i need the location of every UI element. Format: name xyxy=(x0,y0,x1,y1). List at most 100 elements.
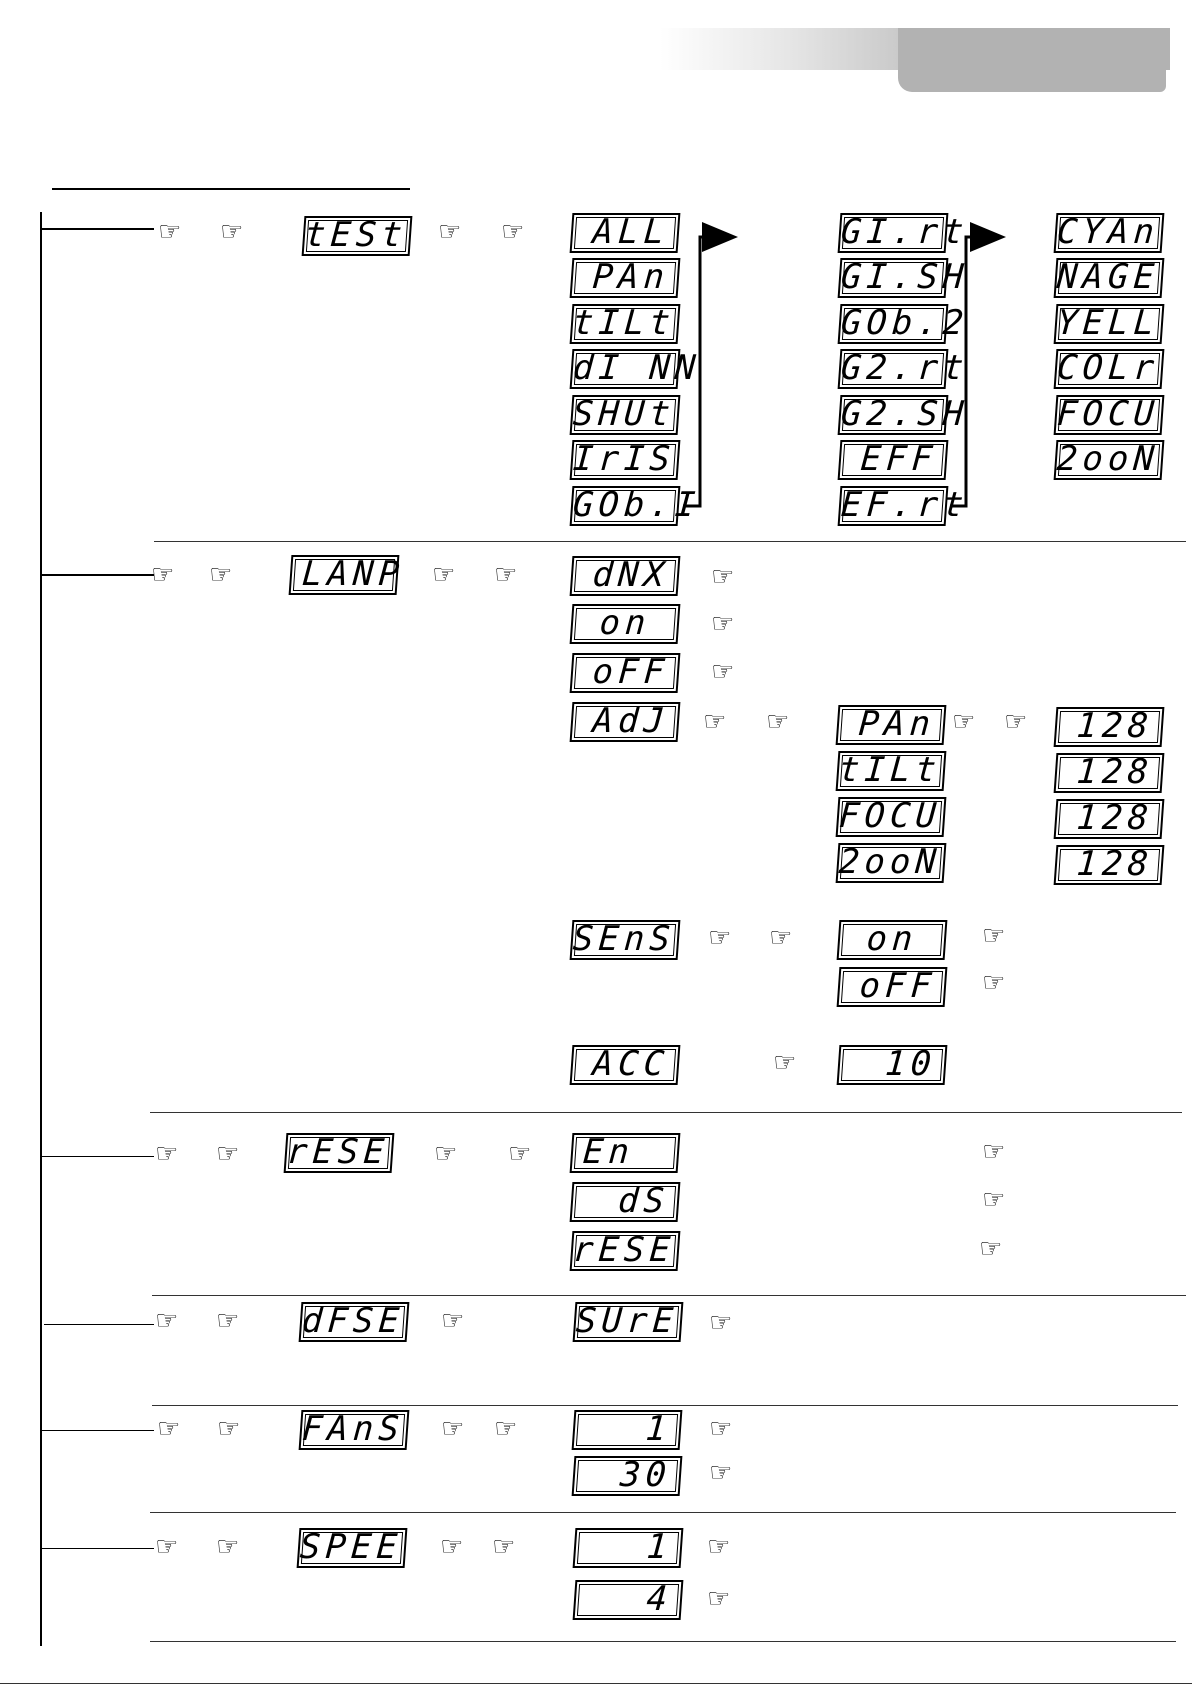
pointing-hand-icon: ☞ xyxy=(766,707,790,737)
lcd-speed-option-0: 1 xyxy=(572,1527,684,1568)
pointing-hand-icon: ☞ xyxy=(441,1414,465,1444)
pointing-hand-icon: ☞ xyxy=(711,609,735,639)
divider-6 xyxy=(150,1641,1176,1642)
lcd-test-col3-2: YELL xyxy=(1053,303,1165,344)
pointing-hand-icon: ☞ xyxy=(441,1306,465,1336)
divider-3 xyxy=(152,1295,1186,1296)
page-bottom-rule xyxy=(0,1683,1192,1684)
header-tab xyxy=(898,28,1166,92)
pointing-hand-icon: ☞ xyxy=(158,217,182,247)
pointing-hand-icon: ☞ xyxy=(703,707,727,737)
lcd-lamp-option-2: oFF xyxy=(569,652,681,693)
lcd-test-col1-5: IrIS xyxy=(569,439,681,480)
lcd-lamp-sens-label: SEnS xyxy=(569,919,681,960)
pointing-hand-icon: ☞ xyxy=(151,560,175,590)
lcd-speed-option-1: 4 xyxy=(572,1579,684,1620)
lcd-test-col1-1: PAn xyxy=(569,257,681,298)
branch-lamp xyxy=(40,574,154,576)
branch-test xyxy=(40,228,154,230)
lcd-lamp-adj-param-2: FOCU xyxy=(835,796,947,837)
divider-4 xyxy=(152,1405,1178,1406)
lcd-lamp-adj-param-3: 2ooN xyxy=(835,842,947,883)
pointing-hand-icon: ☞ xyxy=(1004,707,1028,737)
lcd-test-col3-0: CYAn xyxy=(1053,212,1165,253)
branch-fans xyxy=(40,1430,154,1431)
pointing-hand-icon: ☞ xyxy=(155,1532,179,1562)
lcd-test-col3-4: FOCU xyxy=(1053,394,1165,435)
pointing-hand-icon: ☞ xyxy=(711,562,735,592)
pointing-hand-icon: ☞ xyxy=(155,1306,179,1336)
pointing-hand-icon: ☞ xyxy=(979,1234,1003,1264)
lcd-test-col2-6: EF.rt xyxy=(837,485,970,526)
lcd-reset-option-2: rESE xyxy=(569,1230,681,1271)
pointing-hand-icon: ☞ xyxy=(494,1414,518,1444)
pointing-hand-icon: ☞ xyxy=(209,560,233,590)
lcd-test-col2-3: G2.rt xyxy=(837,348,970,389)
pointing-hand-icon: ☞ xyxy=(216,1532,240,1562)
lcd-test-col3-3: COLr xyxy=(1053,348,1165,389)
pointing-hand-icon: ☞ xyxy=(220,217,244,247)
pointing-hand-icon: ☞ xyxy=(952,707,976,737)
lcd-test-col2-0: GI.rt xyxy=(837,212,970,253)
pointing-hand-icon: ☞ xyxy=(438,217,462,247)
lcd-default-confirm: SUrE xyxy=(572,1301,684,1342)
lcd-lamp-acc-label: ACC xyxy=(569,1044,681,1085)
lcd-lamp-option-3: AdJ xyxy=(569,701,681,742)
lcd-default-label: dFSE xyxy=(298,1301,410,1342)
lcd-reset-option-1: dS xyxy=(569,1181,681,1222)
lcd-lamp-option-1: on xyxy=(569,603,681,644)
lcd-test-col1-6: GOb.I xyxy=(569,485,702,526)
branch-speed xyxy=(40,1548,154,1549)
lcd-test-col1-3: dI NN xyxy=(569,348,702,389)
pointing-hand-icon: ☞ xyxy=(434,1139,458,1169)
lcd-lamp-acc-value: 10 xyxy=(836,1044,948,1085)
lcd-lamp-option-0: dNX xyxy=(569,555,681,596)
lcd-test-col2-1: GI.SH xyxy=(837,257,970,298)
pointing-hand-icon: ☞ xyxy=(982,1185,1006,1215)
pointing-hand-icon: ☞ xyxy=(217,1414,241,1444)
branch-default xyxy=(44,1324,154,1325)
pointing-hand-icon: ☞ xyxy=(508,1139,532,1169)
lcd-lamp-adj-param-0: PAn xyxy=(835,704,947,745)
lcd-test-col2-5: EFF xyxy=(837,439,949,480)
pointing-hand-icon: ☞ xyxy=(982,921,1006,951)
pointing-hand-icon: ☞ xyxy=(501,217,525,247)
lcd-test-col3-1: NAGE xyxy=(1053,257,1165,298)
pointing-hand-icon: ☞ xyxy=(707,1584,731,1614)
lcd-reset-label: rESE xyxy=(283,1132,395,1173)
divider-2 xyxy=(150,1112,1182,1113)
pointing-hand-icon: ☞ xyxy=(492,1532,516,1562)
pointing-hand-icon: ☞ xyxy=(216,1139,240,1169)
lcd-fans-label: FAnS xyxy=(298,1409,410,1450)
pointing-hand-icon: ☞ xyxy=(709,1458,733,1488)
pointing-hand-icon: ☞ xyxy=(157,1414,181,1444)
pointing-hand-icon: ☞ xyxy=(711,657,735,687)
lcd-test-col1-0: ALL xyxy=(569,212,681,253)
branch-reset xyxy=(40,1156,154,1157)
lcd-lamp-label: LANP xyxy=(288,554,405,595)
pointing-hand-icon: ☞ xyxy=(708,923,732,953)
lcd-test-label: tESt xyxy=(301,215,413,256)
lcd-test-col2-4: G2.SH xyxy=(837,394,970,435)
lcd-lamp-adj-value-3: 128 xyxy=(1053,844,1165,885)
lcd-fans-option-1: 30 xyxy=(571,1455,683,1496)
lcd-test-col3-5: 2ooN xyxy=(1053,439,1165,480)
pointing-hand-icon: ☞ xyxy=(707,1532,731,1562)
lcd-lamp-adj-param-1: tILt xyxy=(835,750,947,791)
lcd-lamp-adj-value-0: 128 xyxy=(1053,706,1165,747)
title-underline xyxy=(52,188,410,190)
pointing-hand-icon: ☞ xyxy=(216,1306,240,1336)
tree-trunk-line xyxy=(40,212,42,1646)
lcd-speed-label: SPEE xyxy=(296,1527,408,1568)
lcd-lamp-sens-option-0: on xyxy=(836,919,948,960)
lcd-test-col2-2: GOb.2 xyxy=(837,303,970,344)
pointing-hand-icon: ☞ xyxy=(982,968,1006,998)
pointing-hand-icon: ☞ xyxy=(773,1048,797,1078)
lcd-lamp-adj-value-2: 128 xyxy=(1053,798,1165,839)
pointing-hand-icon: ☞ xyxy=(769,923,793,953)
pointing-hand-icon: ☞ xyxy=(709,1308,733,1338)
pointing-hand-icon: ☞ xyxy=(440,1532,464,1562)
pointing-hand-icon: ☞ xyxy=(494,560,518,590)
divider-5 xyxy=(150,1512,1176,1513)
lcd-lamp-sens-option-1: oFF xyxy=(836,966,948,1007)
